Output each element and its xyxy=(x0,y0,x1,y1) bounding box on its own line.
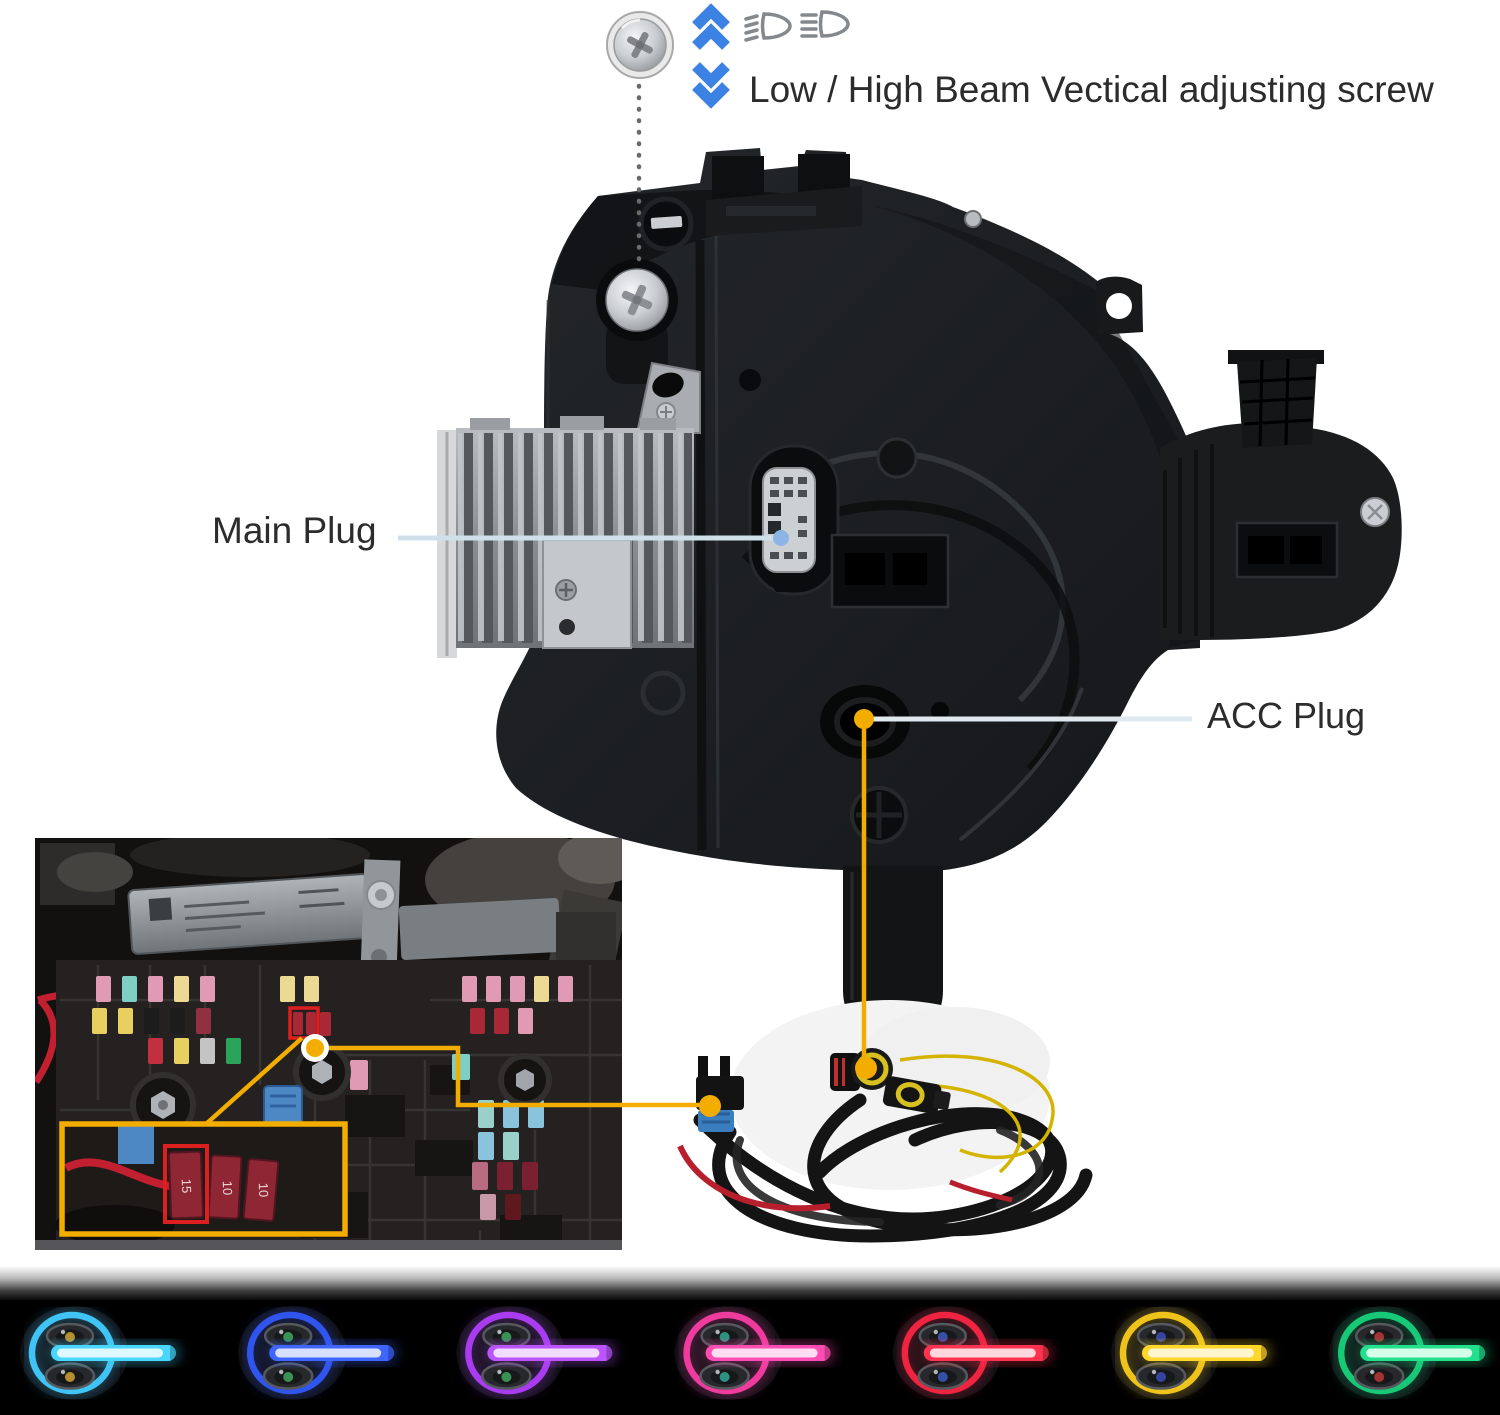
housing-screw xyxy=(964,210,982,228)
photo-bottom-edge xyxy=(35,1240,622,1250)
screw-head-icon xyxy=(606,11,674,79)
adjusting-screw-label: Low / High Beam Vectical adjusting screw xyxy=(749,69,1434,110)
mounting-arm xyxy=(1160,350,1402,640)
metal-bracket xyxy=(635,361,701,434)
wiring-harness-photo xyxy=(677,1000,1093,1243)
adjusting-screw-callout xyxy=(606,3,850,109)
housing-recessed-panel xyxy=(830,533,950,609)
fuse-cluster-right xyxy=(230,976,573,1220)
drl-light-green xyxy=(1329,1306,1490,1400)
double-chevron-down-icon xyxy=(692,62,730,109)
clip-ring xyxy=(640,670,686,716)
drl-light-pink xyxy=(674,1306,835,1400)
inset-fuse-label-1: 15 xyxy=(179,1178,194,1193)
housing-ring-port xyxy=(638,196,694,252)
drl-lights xyxy=(20,1306,1490,1400)
round-boss xyxy=(876,437,918,479)
annotations xyxy=(59,83,1192,1237)
strip-fade-band xyxy=(0,1266,1500,1302)
round-vent xyxy=(850,786,908,844)
top-mounting-bracket xyxy=(706,154,862,236)
fuse-box-pointers xyxy=(59,1006,721,1237)
drl-light-blue xyxy=(238,1306,399,1400)
housing-hole xyxy=(739,369,761,391)
inset-fuse-label-3: 10 xyxy=(256,1182,271,1197)
double-chevron-up-icon xyxy=(692,3,730,50)
main-plug-pointer xyxy=(398,530,789,546)
acc-plug-pointer xyxy=(854,709,1192,1079)
high-beam-icon xyxy=(800,10,850,38)
mounting-tab xyxy=(1096,276,1143,335)
low-beam-icon xyxy=(744,12,792,42)
drl-light-yellow xyxy=(1111,1306,1271,1400)
inset-fuse-label-2: 10 xyxy=(220,1180,235,1195)
harness-connector-b xyxy=(882,1076,951,1114)
main-plug-label: Main Plug xyxy=(212,510,377,551)
fuse-cluster-mid xyxy=(280,976,368,1090)
drl-light-red xyxy=(892,1306,1053,1400)
fuse-box-photo: 15 10 10 xyxy=(35,838,622,1250)
drl-color-strip xyxy=(0,1266,1500,1415)
fuse-inset-content: 15 10 10 xyxy=(55,1124,345,1245)
drl-light-ice-blue xyxy=(20,1306,180,1400)
drl-light-purple xyxy=(456,1306,617,1400)
acc-plug-label: ACC Plug xyxy=(1207,695,1366,736)
main-plug-connector xyxy=(748,444,840,596)
fuse-cluster-left xyxy=(92,976,241,1064)
